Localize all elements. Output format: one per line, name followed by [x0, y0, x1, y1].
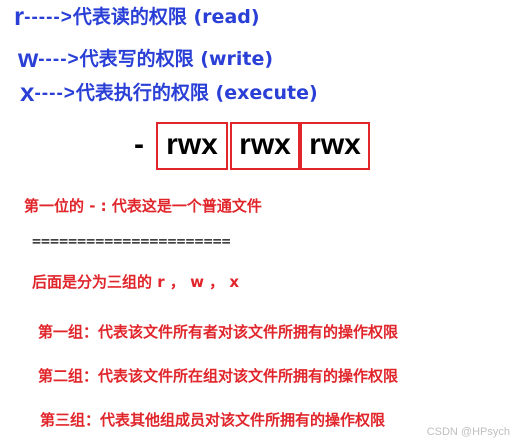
legend-read-arrow: ----->: [24, 7, 73, 28]
legend-execute: x---->代表执行的权限 (execute): [20, 77, 318, 107]
legend-write: w---->代表写的权限 (write): [18, 43, 274, 73]
watermark: CSDN @HPsych: [426, 426, 510, 438]
permission-type-char: -: [134, 128, 144, 161]
legend-read-english: (read): [193, 6, 260, 28]
legend-write-description: 代表写的权限: [79, 48, 194, 70]
legend-write-arrow: ---->: [38, 49, 80, 70]
legend-read: r----->代表读的权限 (read): [14, 1, 260, 31]
legend-execute-letter: x: [20, 77, 35, 107]
legend-read-description: 代表读的权限: [72, 6, 187, 28]
divider: ======================: [32, 232, 231, 250]
note-group-owner: 第一组：代表该文件所有者对该文件所拥有的操作权限: [38, 323, 399, 341]
legend-write-letter: w: [18, 43, 39, 73]
note-group-group: 第二组：代表该文件所在组对该文件所拥有的操作权限: [38, 367, 399, 385]
note-three-groups: 后面是分为三组的 r ， w ， x: [32, 273, 240, 291]
legend-write-english: (write): [200, 48, 274, 70]
note-group-others: 第三组：代表其他组成员对该文件所拥有的操作权限: [40, 411, 386, 429]
legend-execute-description: 代表执行的权限: [75, 82, 209, 104]
legend-read-letter: r: [14, 1, 25, 31]
permission-group-group: rwx: [230, 122, 300, 170]
legend-execute-english: (execute): [215, 82, 318, 104]
permission-group-others: rwx: [300, 122, 370, 170]
note-first-char: 第一位的 - : 代表这是一个普通文件: [24, 197, 262, 215]
legend-execute-arrow: ---->: [34, 83, 76, 104]
permission-group-owner: rwx: [156, 122, 228, 170]
